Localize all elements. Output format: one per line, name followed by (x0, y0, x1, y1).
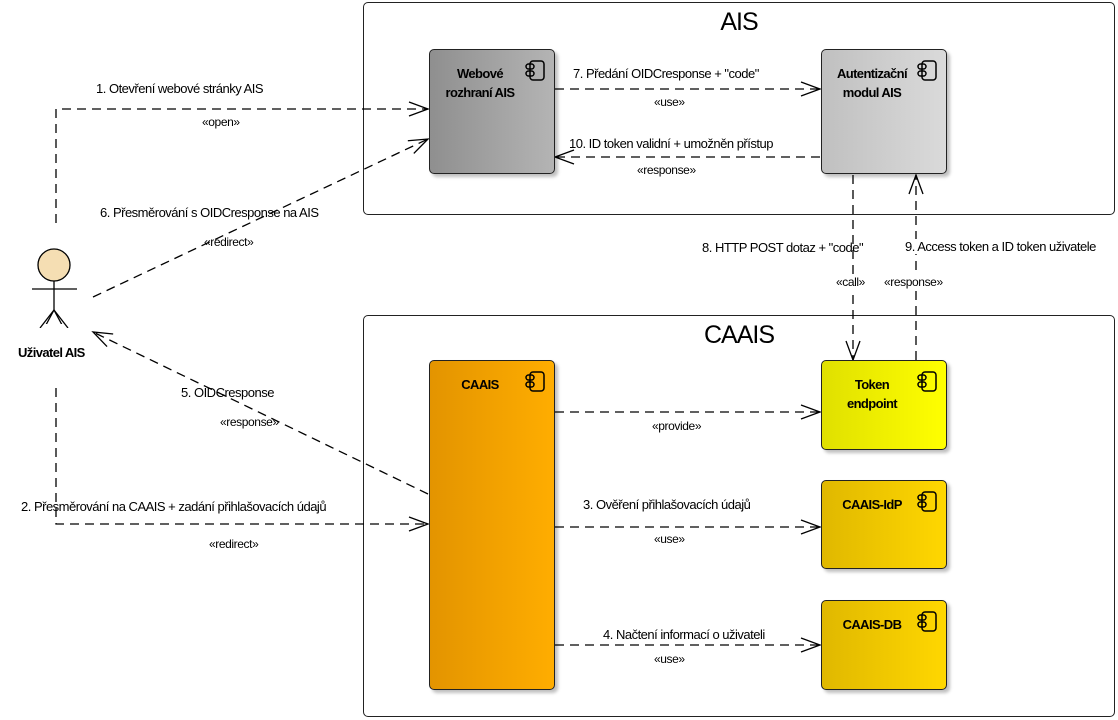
connector-8-stereotype: «call» (836, 275, 865, 289)
component-name-line: Autentizační (836, 66, 908, 81)
component-name-line: modul AIS (842, 85, 902, 100)
actor-name: Uživatel AIS (18, 345, 85, 360)
package-caais-title: CAAIS (703, 321, 775, 349)
connector-3-stereotype: «use» (654, 532, 685, 546)
connector-3-label: 3. Ověření přihlašovacích údajů (583, 497, 751, 512)
connector-10-label: 10. ID token validní + umožněn přístup (569, 136, 773, 151)
connector-9-label: 9. Access token a ID token uživatele (905, 239, 1096, 254)
component-caais-db[interactable]: CAAIS-DB (821, 600, 947, 690)
component-name-line: CAAIS-DB (842, 617, 902, 632)
connector-2-label: 2. Přesměrování na CAAIS + zadání přihla… (21, 499, 327, 514)
actor-legs (39, 309, 69, 328)
connector-1-stereotype: «open» (202, 115, 240, 129)
connector-6-stereotype: «redirect» (204, 235, 254, 249)
component-autentizacni-modul-ais[interactable]: Autentizační modul AIS (821, 49, 947, 174)
connector-4-label: 4. Načtení informací o uživateli (603, 627, 765, 642)
connector-7-label: 7. Předání OIDCresponse + "code" (573, 66, 759, 81)
component-name-line: Webové (456, 66, 504, 81)
connector-8-label: 8. HTTP POST dotaz + "code" (702, 240, 864, 255)
component-icon (917, 371, 937, 392)
component-icon (917, 491, 937, 512)
package-ais-title: AIS (720, 8, 758, 36)
connector-5-label: 5. OIDCresponse (181, 385, 274, 400)
component-icon (917, 611, 937, 632)
connector-1-open (55, 101, 430, 223)
connector-5-response (91, 331, 429, 495)
component-caais-idp[interactable]: CAAIS-IdP (821, 480, 947, 569)
connector-7-stereotype: «use» (654, 95, 685, 109)
connector-provide-stereotype: «provide» (652, 419, 702, 433)
actor-stick-figure-icon[interactable] (28, 248, 84, 324)
connector-2-redirect (55, 388, 430, 532)
component-name-line: rozhraní AIS (445, 85, 515, 100)
component-name-line: CAAIS-IdP (842, 497, 902, 512)
connector-6-redirect (92, 138, 430, 298)
component-token-endpoint[interactable]: Token endpoint (821, 360, 947, 450)
connector-5-stereotype: «response» (220, 415, 279, 429)
connector-2-stereotype: «redirect» (209, 537, 259, 551)
component-name-line: CAAIS (461, 377, 499, 392)
component-webove-rozhrani-ais[interactable]: Webové rozhraní AIS (429, 49, 555, 174)
component-icon (525, 371, 545, 392)
component-name-line: endpoint (846, 396, 898, 411)
component-icon (917, 60, 937, 81)
connector-9-stereotype: «response» (884, 275, 943, 289)
component-name-line: Token (854, 377, 890, 392)
connector-4-stereotype: «use» (654, 652, 685, 666)
connector-6-label: 6. Přesměrování s OIDCresponse na AIS (100, 205, 319, 220)
component-caais[interactable]: CAAIS (429, 360, 555, 690)
connector-10-stereotype: «response» (637, 163, 696, 177)
component-icon (525, 60, 545, 81)
connector-1-label: 1. Otevření webové stránky AIS (96, 81, 264, 96)
